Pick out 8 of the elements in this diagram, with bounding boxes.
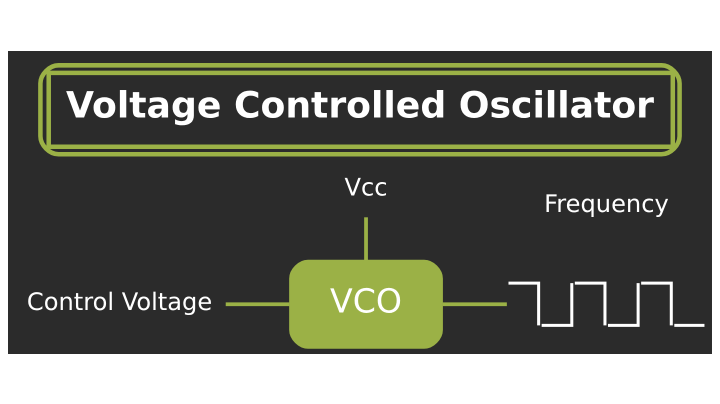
connector [442, 302, 507, 306]
connector [226, 302, 290, 306]
connector [364, 216, 368, 260]
node-text: Control Voltage [26, 287, 212, 316]
node-box: VCO [289, 259, 443, 348]
diagram-title: Voltage Controlled Oscillator [66, 83, 654, 126]
node-text: Vcc [344, 172, 388, 201]
node-label: Frequency [544, 189, 669, 218]
